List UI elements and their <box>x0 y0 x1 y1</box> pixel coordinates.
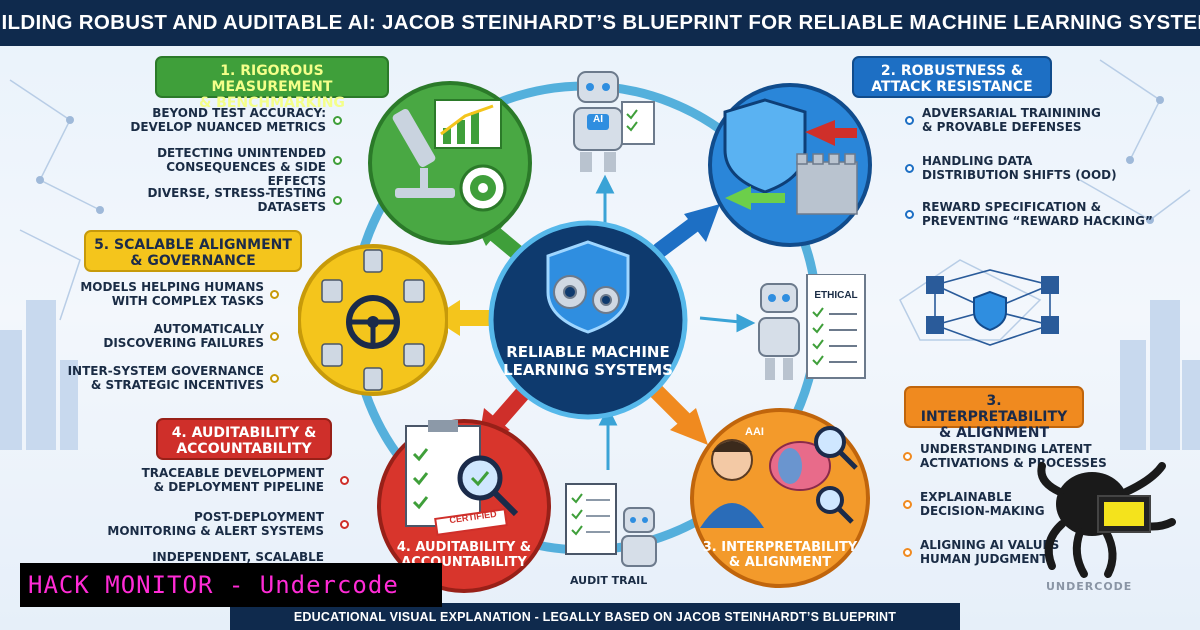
ethical-checklist-icon <box>806 274 866 379</box>
person-icon <box>700 439 764 528</box>
certified-stamp-icon <box>434 508 508 536</box>
auditability-item-2: POST-DEPLOYMENT MONITORING & ALERT SYSTE… <box>107 510 324 538</box>
measurement-item-2: DETECTING UNINTENDED CONSEQUENCES & SIDE… <box>157 146 326 188</box>
footer-text: EDUCATIONAL VISUAL EXPLANATION - LEGALLY… <box>293 609 897 624</box>
interpretability-item-2: EXPLAINABLE DECISION-MAKING <box>920 490 1045 518</box>
brand-text: HACK MONITOR - Undercode <box>28 571 399 599</box>
auditability-header: 4. AUDITABILITY & ACCOUNTABILITY <box>156 418 332 460</box>
measurement-circle <box>368 81 532 245</box>
robot-head-icon <box>577 71 619 103</box>
audit-trail-label: AUDIT TRAIL <box>570 574 648 587</box>
brain-icon <box>769 441 831 491</box>
measurement-item-1: BEYOND TEST ACCURACY: DEVELOP NUANCED ME… <box>130 106 326 134</box>
alignment-header: 5. SCALABLE ALIGNMENT & GOVERNANCE <box>84 230 302 272</box>
database-icons <box>321 249 425 391</box>
auditability-circle <box>377 419 551 593</box>
bullet-dot <box>270 332 279 341</box>
clipboard-icon <box>621 101 655 145</box>
auditability-item-1: TRACEABLE DEVELOPMENT & DEPLOYMENT PIPEL… <box>141 466 324 494</box>
octopus-hacker-logo <box>1037 462 1176 578</box>
center-hub <box>488 220 688 420</box>
bullet-dot <box>340 520 349 529</box>
robot-head-icon <box>623 507 655 533</box>
watermark-text: UNDERCODE <box>1046 580 1133 593</box>
bullet-dot <box>903 452 912 461</box>
target-icon <box>459 164 507 212</box>
robustness-item-3: REWARD SPECIFICATION & PREVENTING “REWAR… <box>922 200 1153 228</box>
page-title: BUILDING ROBUST AND AUDITABLE AI: JACOB … <box>0 11 1200 34</box>
bullet-dot <box>333 196 342 205</box>
arrow-to-robustness <box>652 204 720 258</box>
bullet-dot <box>903 500 912 509</box>
title-bar: BUILDING ROBUST AND AUDITABLE AI: JACOB … <box>0 0 1200 46</box>
magnifier-icon <box>814 426 858 470</box>
alignment-circle <box>298 244 448 396</box>
bullet-dot <box>270 290 279 299</box>
shield-icon <box>723 98 807 194</box>
interpretability-header: 3. INTERPRETABILITY & ALIGNMENT <box>904 386 1084 441</box>
robot-clipboard-illustration <box>573 71 655 172</box>
robustness-item-2: HANDLING DATA DISTRIBUTION SHIFTS (OOD) <box>922 154 1117 182</box>
alignment-item-2: AUTOMATICALLY DISCOVERING FAILURES <box>103 322 264 350</box>
robot-head-icon <box>760 283 798 313</box>
bullet-dot <box>333 156 342 165</box>
steering-wheel-icon <box>346 295 400 349</box>
bullet-dot <box>905 164 914 173</box>
bullet-dot <box>340 476 349 485</box>
document-icon <box>565 483 617 555</box>
alignment-item-3: INTER-SYSTEM GOVERNANCE & STRATEGIC INCE… <box>67 364 264 392</box>
robustness-item-1: ADVERSARIAL TRAININING & PROVABLE DEFENS… <box>922 106 1101 134</box>
defense-arrow-icon <box>725 186 785 210</box>
magnifier-icon <box>457 455 519 517</box>
brand-banner: HACK MONITOR - Undercode <box>20 563 442 607</box>
interpretability-ai-badge: AAI <box>745 426 764 438</box>
measurement-item-3: DIVERSE, STRESS-TESTING DATASETS <box>147 186 326 214</box>
castle-wall-icon <box>796 153 858 215</box>
growth-chart-icon <box>434 99 502 149</box>
microscope-icon <box>392 108 455 198</box>
attack-arrow-icon <box>805 120 857 146</box>
network-shield-icon <box>973 290 1007 332</box>
robustness-header: 2. ROBUSTNESS & ATTACK RESISTANCE <box>852 56 1052 98</box>
interpretability-circle-label: 3. INTERPRETABILITY & ALIGNMENT <box>702 540 858 570</box>
footer-bar: EDUCATIONAL VISUAL EXPLANATION - LEGALLY… <box>230 603 960 630</box>
interpretability-circle <box>690 408 870 588</box>
interpretability-item-1: UNDERSTANDING LATENT ACTIVATIONS & PROCE… <box>920 442 1107 470</box>
robustness-circle <box>708 83 872 247</box>
bullet-dot <box>903 548 912 557</box>
ethical-label: ETHICAL <box>814 290 858 301</box>
gears-icon <box>553 275 620 314</box>
ethical-robot-illustration <box>758 274 866 380</box>
magnifier-icon-2 <box>816 486 854 524</box>
robot-ai-badge: AI <box>593 114 603 125</box>
measurement-header: 1. RIGOROUS MEASUREMENT & BENCHMARKING <box>155 56 389 111</box>
center-label: RELIABLE MACHINE LEARNING SYSTEMS <box>503 343 673 379</box>
bullet-dot <box>270 374 279 383</box>
auditability-item-3: INDEPENDENT, SCALABLE <box>152 550 324 564</box>
alignment-item-1: MODELS HELPING HUMANS WITH COMPLEX TASKS <box>80 280 264 308</box>
audit-trail-illustration <box>565 483 657 567</box>
bullet-dot <box>905 116 914 125</box>
bullet-dot <box>905 210 914 219</box>
bullet-dot <box>333 116 342 125</box>
